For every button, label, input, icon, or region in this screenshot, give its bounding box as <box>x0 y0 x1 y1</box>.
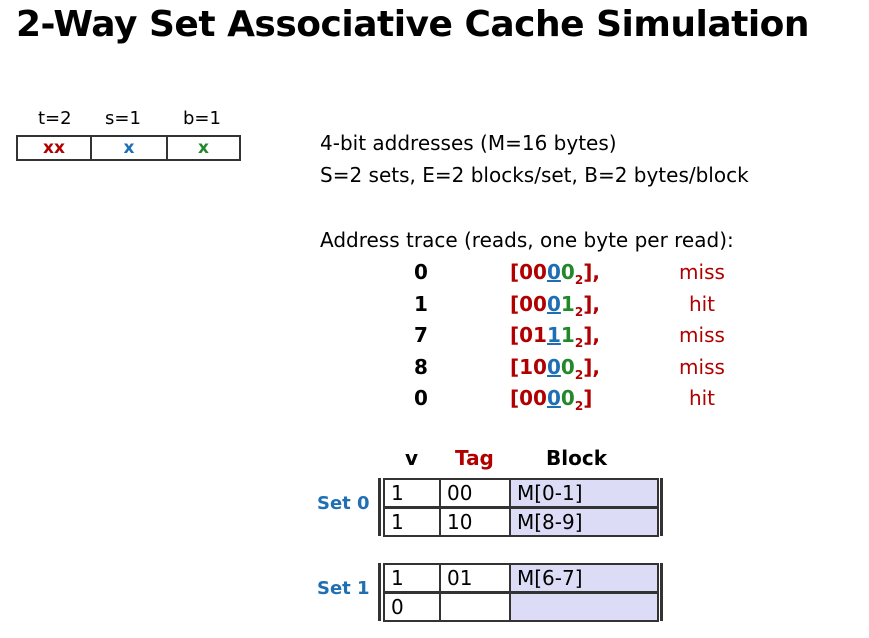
trace-offset-bit: 0 <box>560 354 575 379</box>
trace-offset-bit: 1 <box>560 323 575 347</box>
block-cell: M[8-9] <box>509 507 659 537</box>
trace-row: 7 [01112], miss <box>0 323 869 355</box>
trace-offset-bit: 0 <box>560 260 575 284</box>
trace-address: 7 <box>414 323 428 347</box>
binary-subscript: 2 <box>574 273 584 287</box>
block-cell <box>509 592 659 622</box>
binary-subscript: 2 <box>574 336 584 350</box>
set-bits-label: s=1 <box>105 108 141 129</box>
valid-bit-cell: 0 <box>383 592 441 622</box>
trace-set-bit: 0 <box>546 354 561 379</box>
trace-address: 0 <box>414 386 428 410</box>
trace-set-bit: 1 <box>546 323 561 347</box>
valid-bit-cell: 1 <box>383 563 441 593</box>
page-title: 2-Way Set Associative Cache Simulation <box>16 4 810 45</box>
trace-offset-bit: 1 <box>560 291 575 316</box>
tag-cell: 00 <box>439 478 511 508</box>
block-cell: M[0-1] <box>509 478 659 508</box>
trace-row: 1[00012],hit <box>0 292 869 324</box>
set-bits-box: x <box>90 135 168 161</box>
trace-binary: [00012], <box>510 291 600 319</box>
trace-result: hit <box>688 386 716 410</box>
set-label: Set 1 <box>317 578 370 599</box>
block-header: Block <box>546 446 607 470</box>
trace-row: 0[00002]hit <box>0 386 869 418</box>
set-left-bracket <box>378 563 381 621</box>
trace-set-bit: 0 <box>546 386 561 410</box>
trace-result: miss <box>679 323 725 347</box>
binary-subscript: 2 <box>574 399 584 413</box>
trace-address: 8 <box>414 354 428 379</box>
offset-bits-box: x <box>166 135 241 161</box>
binary-subscript: 2 <box>574 304 584 319</box>
tag-bits-box: xx <box>16 135 92 161</box>
trace-set-bit: 0 <box>546 260 561 284</box>
trace-result: miss <box>679 354 725 379</box>
trace-offset-bit: 0 <box>560 386 575 410</box>
trace-binary: [00002], <box>510 260 600 287</box>
trace-heading: Address trace (reads, one byte per read)… <box>320 228 734 252</box>
valid-header: v <box>405 446 419 470</box>
cache-params-text: S=2 sets, E=2 blocks/set, B=2 bytes/bloc… <box>320 163 749 187</box>
set-left-bracket <box>378 478 381 536</box>
trace-address: 1 <box>414 291 428 316</box>
trace-row: 0[00002],miss <box>0 260 869 292</box>
offset-bits-label: b=1 <box>183 108 221 129</box>
tag-bits-label: t=2 <box>38 108 72 129</box>
trace-result: hit <box>688 291 716 316</box>
trace-set-bit: 0 <box>546 291 561 316</box>
trace-binary: [10002], <box>510 354 600 382</box>
address-size-text: 4-bit addresses (M=16 bytes) <box>320 131 617 155</box>
valid-bit-cell: 1 <box>383 507 441 537</box>
trace-result: miss <box>679 260 725 284</box>
trace-row: 8 [10002], miss <box>0 355 869 387</box>
block-cell: M[6-7] <box>509 563 659 593</box>
tag-cell <box>439 592 511 622</box>
tag-cell: 01 <box>439 563 511 593</box>
tag-header: Tag <box>455 446 494 470</box>
binary-subscript: 2 <box>574 367 584 382</box>
set-right-bracket <box>660 563 663 621</box>
set-right-bracket <box>660 478 663 536</box>
trace-binary: [01112], <box>510 323 600 350</box>
valid-bit-cell: 1 <box>383 478 441 508</box>
tag-cell: 10 <box>439 507 511 537</box>
trace-binary: [00002] <box>510 386 593 413</box>
set-label: Set 0 <box>317 493 370 514</box>
trace-address: 0 <box>414 260 428 284</box>
